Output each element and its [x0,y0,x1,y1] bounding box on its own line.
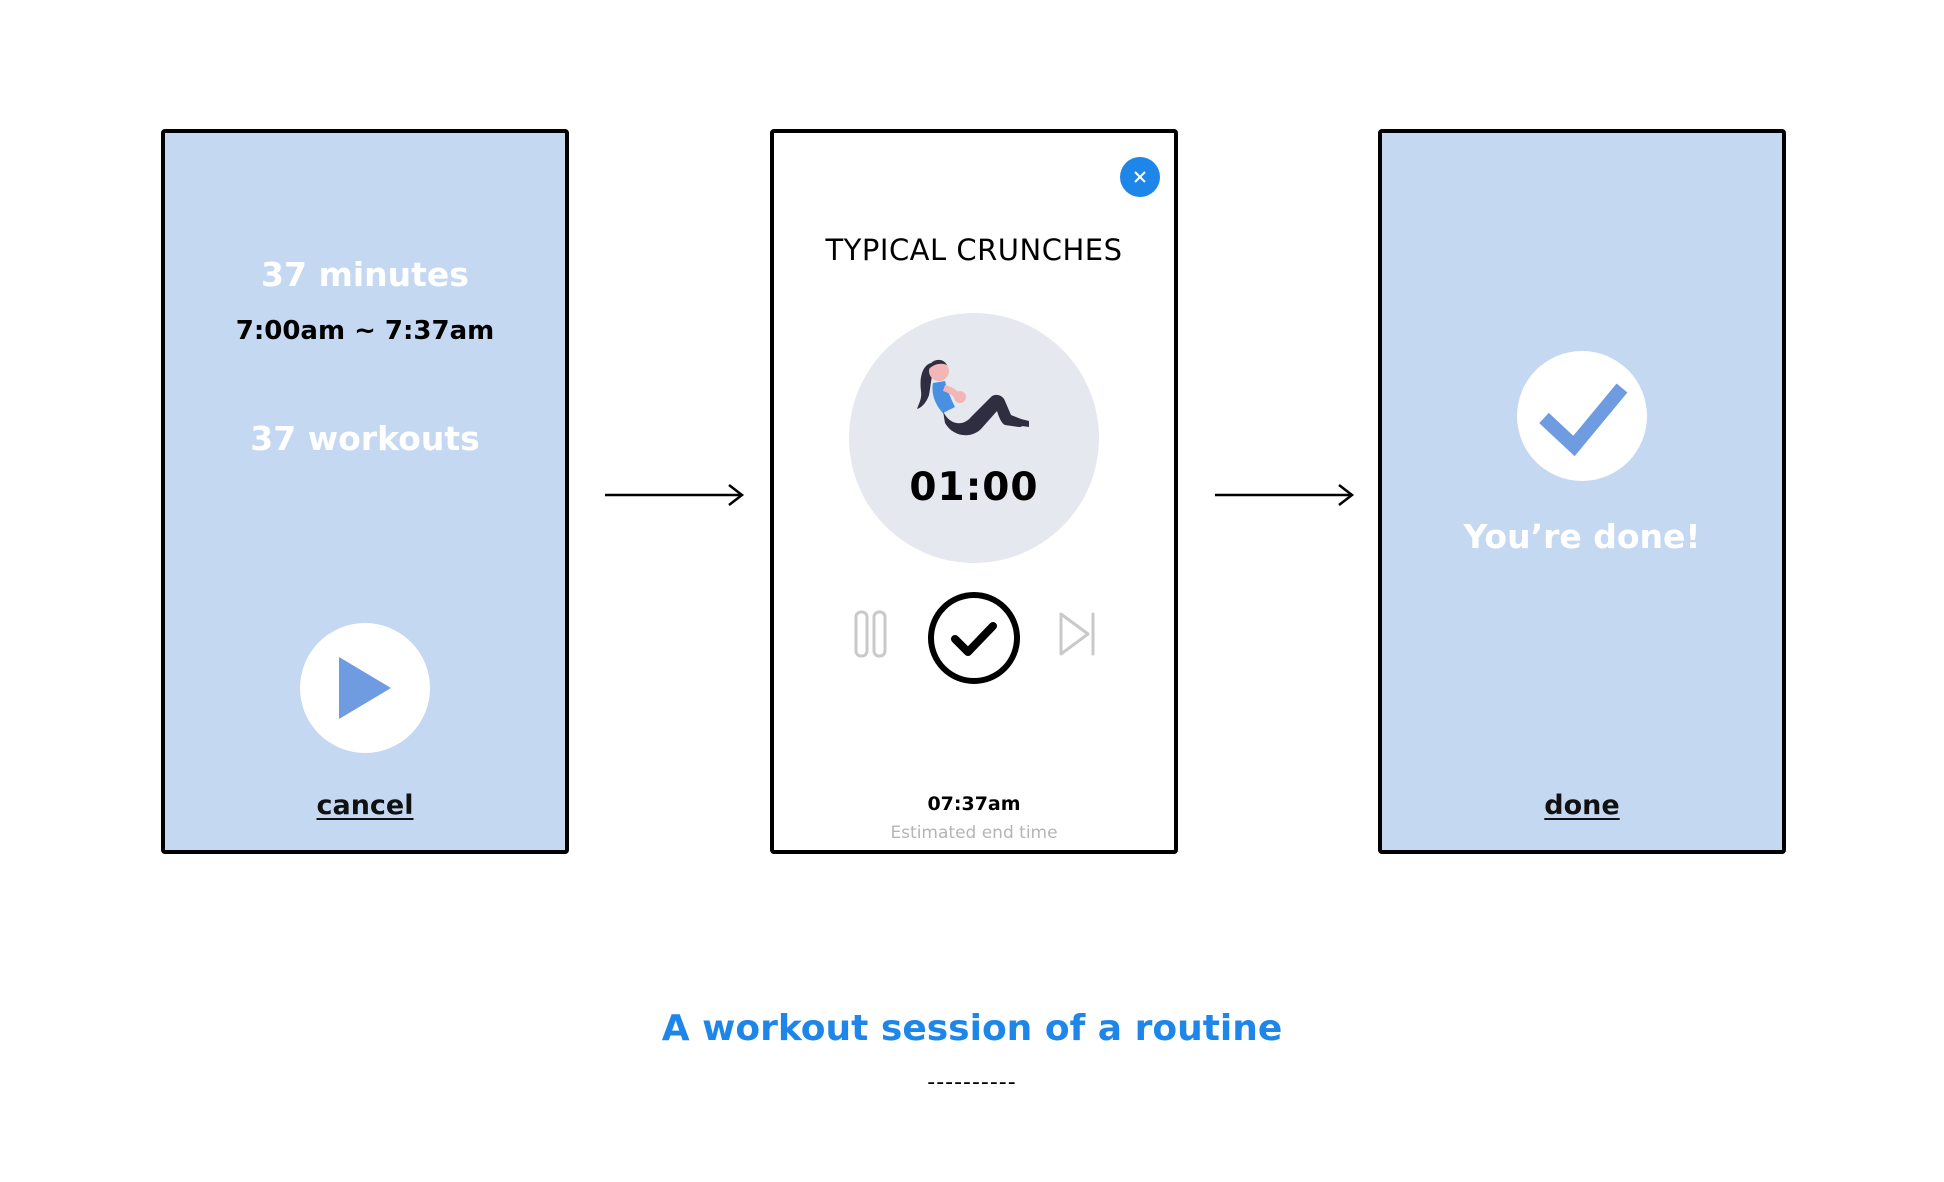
caption-divider: ---------- [927,1070,1017,1095]
timer-circle: 01:00 [849,313,1099,563]
pause-icon[interactable] [854,610,888,658]
play-button[interactable] [300,623,430,753]
estimated-end-time: 07:37am [927,793,1021,815]
check-icon [1539,383,1628,456]
session-time-range: 7:00am ~ 7:37am [235,316,495,346]
done-message: You’re done! [1463,517,1701,556]
session-duration: 37 minutes [261,255,469,294]
close-icon [1134,171,1146,183]
check-circle-icon[interactable] [924,588,1024,688]
flow-arrow-icon [605,484,745,506]
done-link[interactable]: done [1544,790,1620,821]
woman-crunch-illustration [917,359,1029,444]
completed-badge [1517,351,1647,481]
close-button[interactable] [1120,157,1160,197]
done-screen: You’re done! done [1378,129,1786,854]
caption-title: A workout session of a routine [661,1008,1283,1049]
exercise-title: TYPICAL CRUNCHES [825,233,1123,267]
flow-arrow-icon [1215,484,1355,506]
estimated-end-time-label: Estimated end time [890,823,1058,843]
workout-screen: TYPICAL CRUNCHES 01:00 [770,129,1178,854]
cancel-link[interactable]: cancel [316,790,414,821]
workout-count: 37 workouts [250,419,480,458]
play-icon [339,657,391,719]
start-screen: 37 minutes 7:00am ~ 7:37am 37 workouts c… [161,129,569,854]
skip-next-icon[interactable] [1058,610,1098,658]
workout-controls [774,588,1174,684]
timer-display: 01:00 [909,465,1039,510]
